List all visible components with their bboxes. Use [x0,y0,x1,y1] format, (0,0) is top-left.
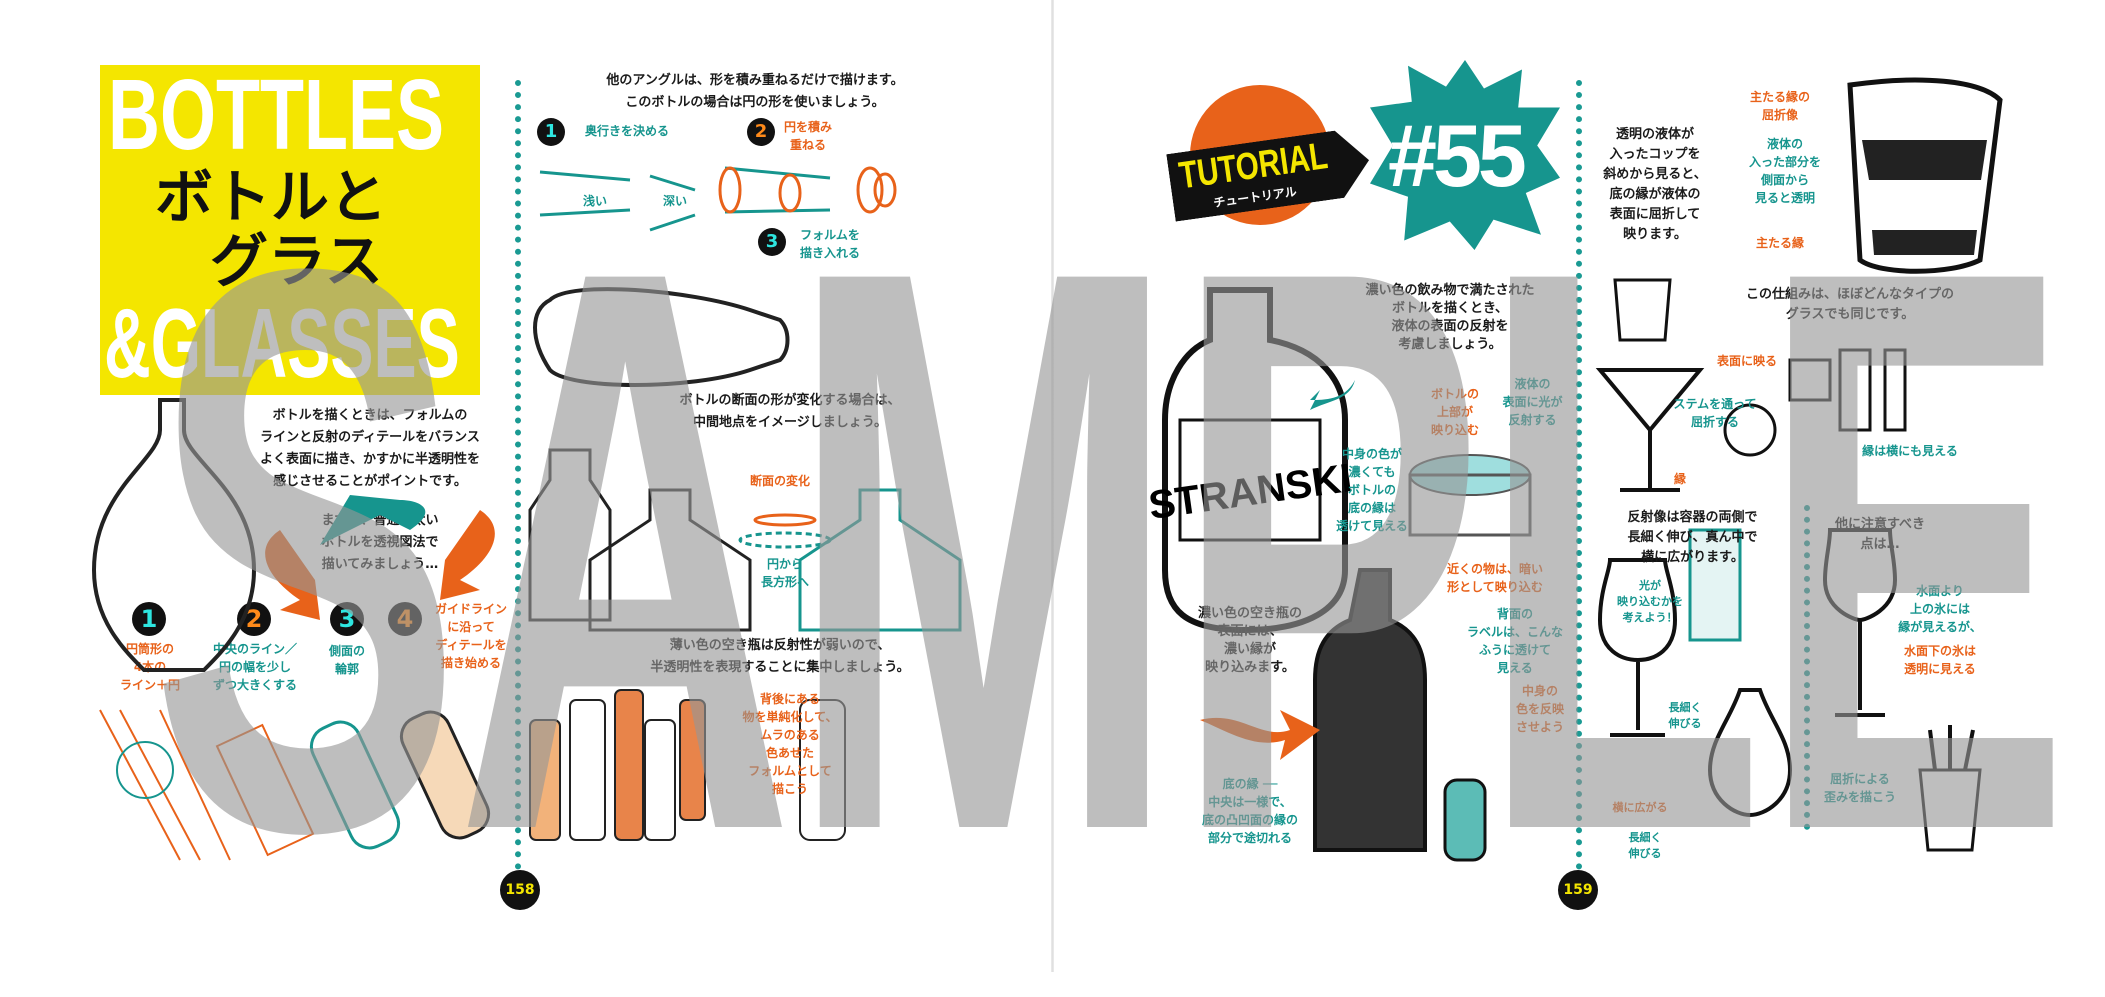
surface-light-label: 液体の 表面に光が 反射する [1502,377,1563,427]
lying-bottle-sketch [533,287,790,387]
page-number-right: 159 [1558,870,1598,910]
teal-arrow [1310,380,1355,410]
same-for-all-text: この仕組みは、ほぼどんなタイプの グラスでも同じです。 [1745,287,1954,322]
main-edge-refract-label: 主たる縁の 屈折像 [1749,90,1810,122]
stretch-long-label-1: 長細く 伸びる [1668,701,1702,730]
angle-step-2: 2 [747,118,775,146]
bottle-group-sketch [529,689,846,841]
main-edge-label: 主たる縁 [1755,236,1804,250]
section-bottle-guide [798,488,962,632]
title-en-bottles: BOTTLES [108,65,444,171]
martini-glass-sketch [1595,368,1705,492]
bottom-edge-label: 底の縁 ── 中央は一様で、 底の凸凹面の縁の 部分で途切れる [1201,777,1298,845]
divider-dotted-right [1576,80,1582,870]
top-reflect-label: ボトルの 上部が 映り込む [1430,387,1479,437]
step-text-3: 側面の 輪郭 [328,644,365,676]
divider-dotted-right-2 [1804,505,1810,830]
dark-liquid-text: 濃い色の飲み物で満たされた ボトルを描くとき、 液体の表面の反射を 考慮しましょ… [1365,283,1535,352]
dark-empty-text: 濃い色の空き瓶の 表面には、 濃い縁が 映り込みます。 [1197,606,1302,675]
angle-step-3: 3 [758,228,786,256]
ice-note-2: 水面下の氷は 透明に見える [1903,644,1976,676]
think-light-label: 光が 映り込むかを 考えよう！ [1617,579,1683,624]
step-number-1: 1 [132,602,166,636]
step-text-1: 円筒形の 4本の ライン＋円 [119,642,180,692]
title-block: BOTTLES ボトルと グラス &GLASSES [100,65,480,395]
step-number-4: 4 [388,602,422,636]
stretch-long-label-2: 長細く 伸びる [1628,831,1662,860]
perspective-lines [99,709,315,861]
decanter-sketch [91,398,257,672]
bottle-outline-step3 [309,720,401,850]
step-text-2: 中央のライン／ 円の幅を少し ずつ大きくする [212,642,297,692]
back-label-text: 背面の ラベルは、こんな ふうに透けて 見える [1466,607,1563,675]
window-reflection-diagram [1688,528,1742,642]
ice-glass-sketch [1822,528,1898,717]
other-notes-text: 他に注意すべき 点は… [1834,517,1926,552]
dark-bottle-sketch [1313,568,1427,852]
square-bottle-sketch [528,448,612,622]
bottle-outline-step4 [399,710,491,840]
angle-step-1-text: 奥行きを決める [584,124,669,138]
angle-step-2-text: 円を積み 重ねる [783,120,832,152]
spread-side-label: 横に広がる [1612,801,1668,814]
shot-glass-sketch [1613,278,1672,342]
glass-illustrations [1595,77,2003,852]
left-illustrations [91,398,495,861]
pitcher-sketch [1707,688,1793,818]
glass-types-sketch [1788,348,1907,432]
small-teal-bottle [1443,778,1487,862]
section-bottle-sketch [588,488,752,632]
clear-liquid-text: 透明の液体が 入ったコップを 斜めから見ると、 底の縁が液体の 表面に屈折して … [1603,127,1707,242]
orange-arrow-left [265,530,320,620]
angle-step-1: 1 [537,118,565,146]
label-shallow: 浅い [582,194,607,208]
surface-reflect-label: 表面に映る [1716,354,1777,368]
reflect-contents-label: 中身の 色を反映 させよう [1515,684,1564,734]
teal-arrow [320,495,426,545]
badge-splash: #55 [1370,60,1560,250]
step-number-3: 3 [330,602,364,636]
light-bottles-text: 薄い色の空き瓶は反射性が弱いので、 半透明性を表現することに集中しましょう。 [650,638,910,675]
refraction-distort-label: 屈折による 歪みを描こう [1823,772,1896,804]
orange-arrow [1200,710,1320,760]
right-bottle-illustrations: STRANSKI [1146,287,1532,862]
circle-to-rect-label: 円から 長方形へ [760,557,809,589]
intro-text: ボトルを描くときは、フォルムの ラインと反射のディテールをバランス よく表面に描… [259,408,481,489]
orange-arrow-right [440,510,495,600]
page-number-left: 158 [500,870,540,910]
angle-illustrations [528,166,962,841]
liquid-side-label: 液体の 入った部分を 側面から 見ると透明 [1748,137,1821,205]
divider-dotted [515,80,521,870]
angle-intro-text: 他のアングルは、形を積み重ねるだけで描けます。 このボトルの場合は円の形を使いま… [606,73,904,110]
book-fold [1051,0,1054,972]
reflection-stretch-text: 反射像は容器の両側で 長細く伸び、真ん中で 横に広がります。 [1627,510,1758,565]
section-change-text: ボトルの断面の形が変化する場合は、 中間地点をイメージしましょう。 [679,393,901,430]
label-deep: 深い [662,194,687,208]
behind-objects-text: 背後にある 物を単純化して、 ムラのある 色あせた フォルムとして 描こう [742,692,838,796]
badge-number: #55 [1388,106,1527,205]
section-change-label: 断面の変化 [749,474,810,488]
title-en-glasses: &GLASSES [104,288,460,395]
step-text-4: ガイドライン に沿って ディテールを 描き始める [434,602,507,670]
title-jp-1: ボトルと [155,163,388,231]
near-objects-label: 近くの物は、暗い 形として映り込む [1446,562,1543,594]
stem-refract-label: ステムを通って 屈折する [1673,397,1757,429]
wine-glass-sketch [1597,558,1678,737]
edge-visible-label: 縁は横にも見える [1862,444,1958,458]
ice-note-1: 水面より 上の氷には 縁が見えるが、 [1898,584,1982,634]
title-jp-2: グラス [210,227,383,295]
angle-step-3-text: フォルムを 描き入れる [799,228,860,260]
edge-label: 縁 [1673,472,1686,486]
dark-contents-label: 中身の色が 濃くても ボトルの 底の縁は 透けて見える [1336,447,1408,533]
celery-glass-sketch [1918,768,1982,852]
